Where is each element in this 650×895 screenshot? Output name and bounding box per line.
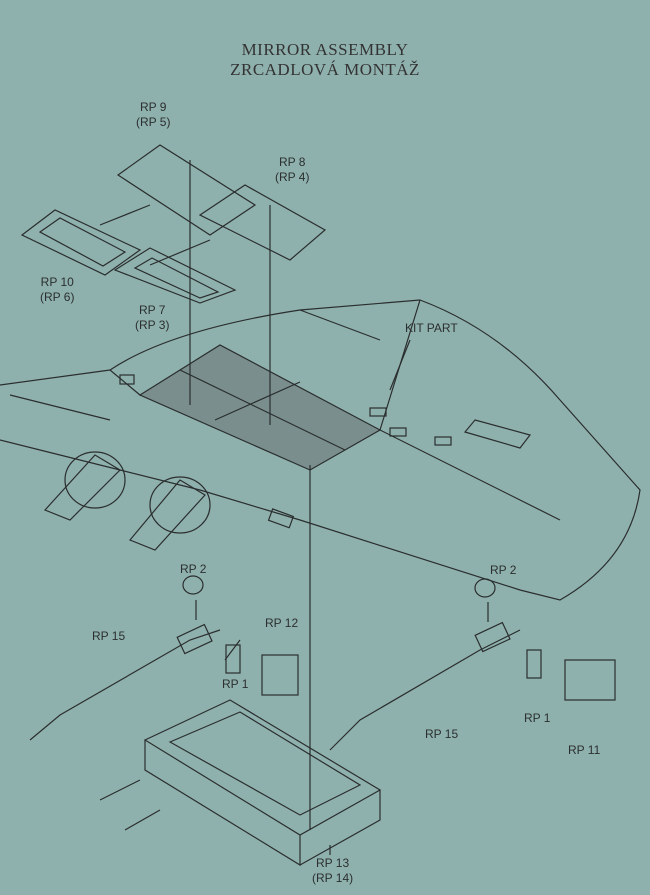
panel-rp7 [113,247,237,304]
label-rp1-right: RP 1 [524,711,551,725]
label-rp12: RP 12 [265,616,299,630]
label-rp4-text: (RP 4) [275,170,310,184]
label-kit-part: KIT PART [405,321,458,335]
wing-outline [0,299,641,601]
label-rp11: RP 11 [568,743,601,757]
label-rp10-text: RP 10 [40,275,74,289]
label-rp8: RP 8(RP 4) [275,155,309,185]
label-rp13-text: RP 13 [316,856,350,870]
label-rp5-text: (RP 5) [136,115,171,129]
label-rp3-text: (RP 3) [135,318,170,332]
part-rp12 [261,654,299,696]
label-rp15-left: RP 15 [92,629,126,643]
label-rp15-right: RP 15 [425,727,459,741]
label-rp9-text: RP 9 [139,100,167,114]
shaded-panel-area [138,344,382,471]
rod-left [29,629,221,741]
title-english: MIRROR ASSEMBLY [241,40,409,59]
title-czech: ZRCADLOVÁ MONTÁŽ [230,60,420,79]
base-box-rp13 [143,699,382,867]
label-rp8-text: RP 8 [278,155,306,169]
label-rp2-right: RP 2 [490,563,517,577]
label-rp10: RP 10(RP 6) [40,275,74,305]
part-rp11 [564,659,616,701]
label-rp7-text: RP 7 [138,303,166,317]
panel-rp8 [198,184,327,261]
label-rp6-text: (RP 6) [40,290,75,304]
label-rp13: RP 13(RP 14) [312,856,353,886]
panel-rp9 [116,144,257,236]
label-rp2-left: RP 2 [180,562,207,576]
rod-right [329,629,521,751]
label-rp14-text: (RP 14) [312,871,354,885]
label-rp9: RP 9(RP 5) [136,100,170,130]
panel-rp10 [20,209,142,276]
label-rp7: RP 7(RP 3) [135,303,169,333]
label-rp1-left: RP 1 [222,677,249,691]
